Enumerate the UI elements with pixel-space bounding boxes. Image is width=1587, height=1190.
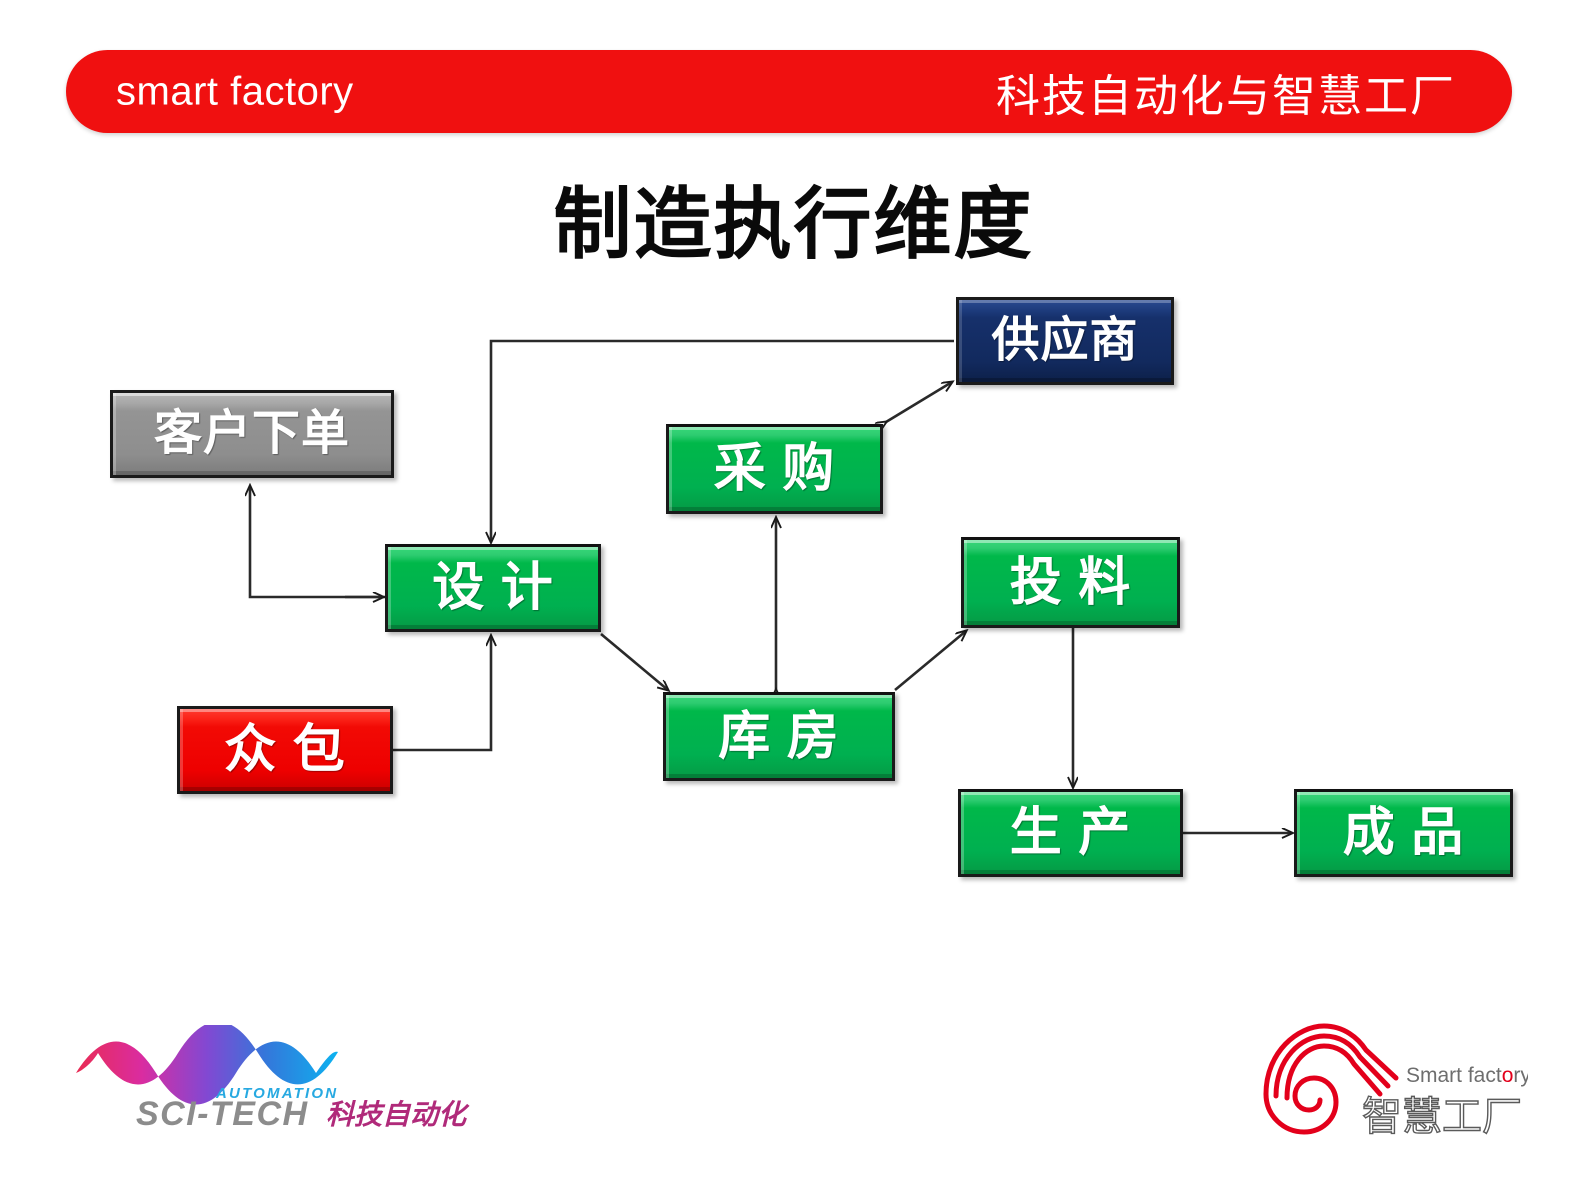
node-label-crowdsourcing: 众 包 <box>224 721 346 779</box>
svg-text:Smart factory: Smart factory <box>1406 1064 1528 1087</box>
node-customer-order[interactable]: 客户下单 <box>110 390 394 478</box>
node-label-feed-material: 投 料 <box>1009 553 1132 612</box>
svg-text:AUTOMATION: AUTOMATION <box>215 1085 338 1102</box>
edge-warehouse-to-feed-material <box>894 631 966 691</box>
node-production[interactable]: 生 产 <box>958 789 1183 877</box>
node-label-customer-order: 客户下单 <box>153 407 350 460</box>
smart-factory-logo: Smart factory 智慧工厂 <box>1263 1023 1528 1140</box>
node-warehouse[interactable]: 库 房 <box>663 692 895 781</box>
svg-text:SCI-TECH: SCI-TECH <box>136 1095 309 1133</box>
header-banner: smart factory 科技自动化与智慧工厂 <box>66 50 1512 133</box>
node-purchase[interactable]: 采 购 <box>666 424 883 514</box>
node-feed-material[interactable]: 投 料 <box>961 537 1180 628</box>
edge-purchase-supplier <box>886 382 952 422</box>
edge-design-to-warehouse <box>600 633 668 690</box>
node-crowdsourcing[interactable]: 众 包 <box>177 706 393 794</box>
node-label-finished-goods: 成 品 <box>1342 804 1465 862</box>
edge-crowdsourcing-to-design <box>393 636 491 752</box>
node-finished-goods[interactable]: 成 品 <box>1294 789 1513 877</box>
node-design[interactable]: 设 计 <box>385 544 601 632</box>
edge-design-to-customer-order <box>250 486 385 599</box>
node-label-purchase: 采 购 <box>713 440 836 498</box>
node-supplier[interactable]: 供应商 <box>956 297 1174 385</box>
svg-text:科技自动化: 科技自动化 <box>326 1099 470 1130</box>
page-title: 制造执行维度 <box>553 180 1034 268</box>
sci-tech-automation-logo: AUTOMATION SCI-TECH 科技自动化 <box>76 1025 470 1133</box>
header-subtitle: 科技自动化与智慧工厂 <box>996 71 1456 121</box>
node-label-production: 生 产 <box>1009 804 1132 862</box>
node-label-design: 设 计 <box>432 559 554 617</box>
node-label-supplier: 供应商 <box>991 314 1139 367</box>
node-label-warehouse: 库 房 <box>718 707 840 766</box>
header-brand: smart factory <box>116 69 354 113</box>
svg-text:智慧工厂: 智慧工厂 <box>1362 1095 1522 1139</box>
